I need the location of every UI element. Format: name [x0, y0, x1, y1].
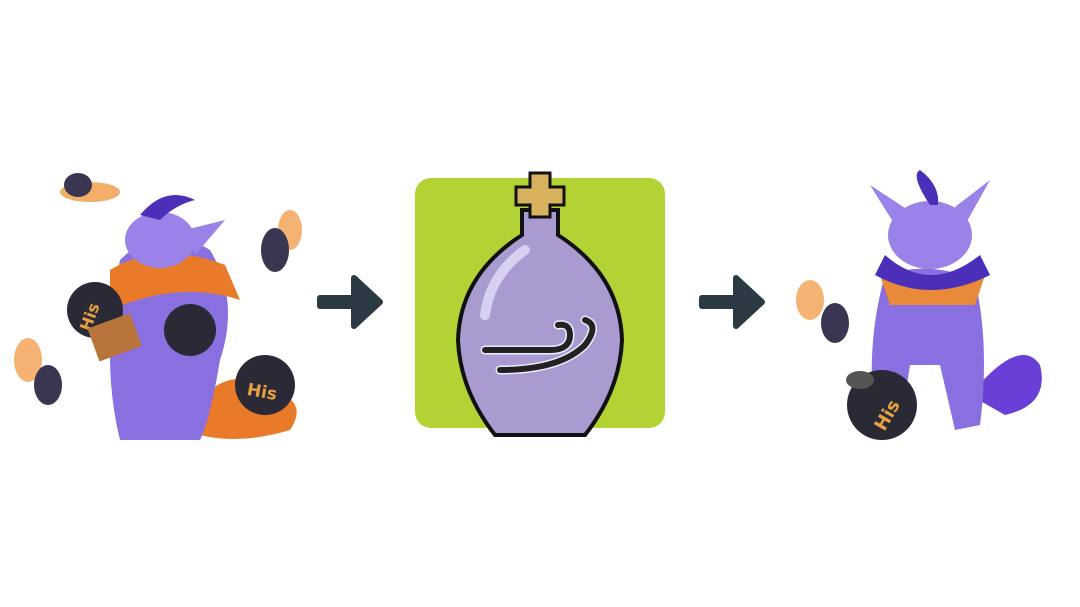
- wind-potion-bottle-icon: [455, 171, 625, 437]
- fur-mane: [110, 253, 240, 310]
- moth-right: [261, 210, 302, 272]
- ear-left: [870, 185, 908, 225]
- moth-top-left: [60, 173, 120, 202]
- arrow-right-icon: [317, 275, 383, 329]
- cork-cross: [514, 171, 566, 219]
- creature-head: [888, 201, 972, 269]
- bomb-right: His: [235, 355, 295, 415]
- bomb-center: [164, 304, 216, 356]
- tail: [970, 355, 1042, 415]
- ear: [185, 220, 225, 255]
- mane: [875, 255, 990, 290]
- moth-left: [14, 338, 62, 405]
- arrow-right-icon: [699, 275, 765, 329]
- ear-right: [955, 180, 990, 225]
- creature-before-illustration: His His: [14, 173, 302, 440]
- satchel: [87, 313, 142, 362]
- creature-after-illustration: His: [796, 170, 1042, 440]
- wind-swirl: [480, 315, 597, 375]
- horn: [916, 170, 939, 205]
- hair: [140, 195, 195, 220]
- bottle-glass: [455, 208, 625, 437]
- creature-head: [125, 212, 195, 268]
- bomb: His: [846, 370, 917, 440]
- moth: [796, 280, 849, 343]
